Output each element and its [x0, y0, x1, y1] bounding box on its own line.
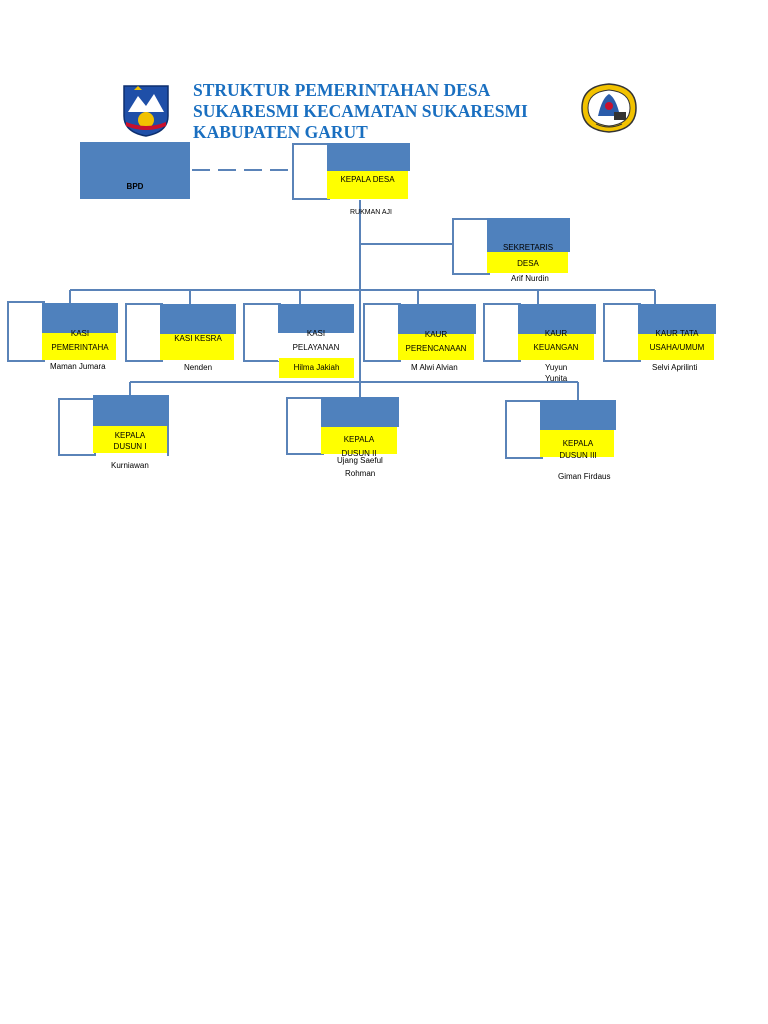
dusun-header: [321, 397, 399, 427]
staff-header: [398, 304, 476, 334]
dusun-header: [93, 395, 169, 426]
dusun-photo-frame: [58, 398, 96, 456]
staff-name: M Alwi Alvian: [411, 363, 458, 372]
staff-photo-frame: [483, 303, 521, 362]
staff-label-2: KEUANGAN: [533, 343, 579, 352]
dusun-name: Kurniawan: [111, 461, 149, 470]
kepala-desa-photo-frame: [292, 143, 330, 200]
sekretaris-photo-frame: [452, 218, 490, 275]
staff-name: Yuyun: [545, 363, 568, 372]
dusun-position: [93, 426, 167, 453]
staff-photo-frame: [243, 303, 281, 362]
staff-header: [160, 304, 236, 334]
staff-name: Nenden: [184, 363, 213, 372]
staff-label-1: KASI: [306, 329, 326, 338]
sekretaris-label-1: SEKRETARIS: [502, 243, 554, 252]
sekretaris-label-2: DESA: [517, 259, 539, 268]
staff-name: Selvi Aprilinti: [652, 363, 698, 372]
sekretaris-header: [487, 218, 570, 252]
staff-position: [398, 334, 474, 360]
staff-photo-frame: [125, 303, 163, 362]
staff-label-2: PERENCANAAN: [405, 344, 467, 353]
dusun-label-2: DUSUN II: [341, 449, 377, 458]
staff-position: [638, 334, 714, 360]
kepala-desa-name: RUKMAN AJI: [350, 209, 393, 216]
dusun-position: [321, 427, 397, 454]
staff-label-1: KAUR: [544, 329, 568, 338]
staff-position: [278, 333, 354, 361]
dusun-position: [540, 430, 614, 457]
dusun-photo-frame: [286, 397, 324, 455]
dusun-label-2: DUSUN III: [559, 451, 597, 460]
dusun-name: Ujang Saeful: [337, 456, 383, 465]
staff-label-1: KAUR: [424, 330, 448, 339]
staff-header: [638, 304, 716, 334]
chart-title: STRUKTUR PEMERINTAHAN DESA SUKARESMI KEC…: [193, 80, 533, 143]
staff-label-2: PELAYANAN: [292, 343, 340, 352]
sekretaris-name: Arif Nurdin: [511, 274, 549, 283]
dusun-header: [540, 400, 616, 430]
dusun-name: Giman Firdaus: [558, 472, 611, 481]
dusun-label-1: KEPALA: [562, 439, 594, 448]
staff-label-1: KAUR TATA: [655, 329, 699, 338]
dusun-label-1: KEPALA: [114, 431, 146, 440]
staff-photo-frame: [7, 301, 45, 362]
staff-label-2: PEMERINTAHA: [51, 343, 109, 352]
dusun-label-2: DUSUN I: [113, 442, 147, 451]
staff-photo-frame: [603, 303, 641, 362]
staff-name: Maman Jumara: [50, 362, 106, 371]
staff-name-line-2: Yunita: [545, 374, 568, 383]
garut-regency-logo: [123, 85, 169, 137]
staff-label-1: KASI: [70, 329, 90, 338]
staff-name-highlight: Hilma Jakiah: [279, 358, 354, 378]
staff-label-1: KASI KESRA: [174, 334, 222, 343]
staff-position: [160, 334, 234, 360]
kepala-desa-header: [327, 143, 410, 171]
staff-position: [518, 334, 594, 360]
staff-header: [518, 304, 596, 334]
staff-label-2: USAHA/UMUM: [649, 343, 705, 352]
dusun-name-line-2: Rohman: [345, 469, 376, 478]
dusun-label-1: KEPALA: [343, 435, 375, 444]
bpd-label: BPD: [126, 182, 144, 191]
jawa-barat-province-logo: [581, 83, 637, 133]
sekretaris-position: [487, 252, 568, 273]
staff-photo-frame: [363, 303, 401, 362]
title-line-2: SUKARESMI KECAMATAN SUKARESMI: [193, 101, 528, 121]
staff-position: [42, 333, 116, 360]
title-line-3: KABUPATEN GARUT: [193, 122, 368, 142]
staff-header: [42, 303, 118, 333]
bpd-box: BPD: [80, 142, 190, 199]
title-line-1: STRUKTUR PEMERINTAHAN DESA: [193, 80, 491, 100]
staff-header: [278, 304, 354, 334]
dusun-frame-edge: [167, 426, 169, 456]
dusun-photo-frame: [505, 400, 543, 459]
kepala-desa-position: KEPALA DESA: [327, 171, 408, 199]
